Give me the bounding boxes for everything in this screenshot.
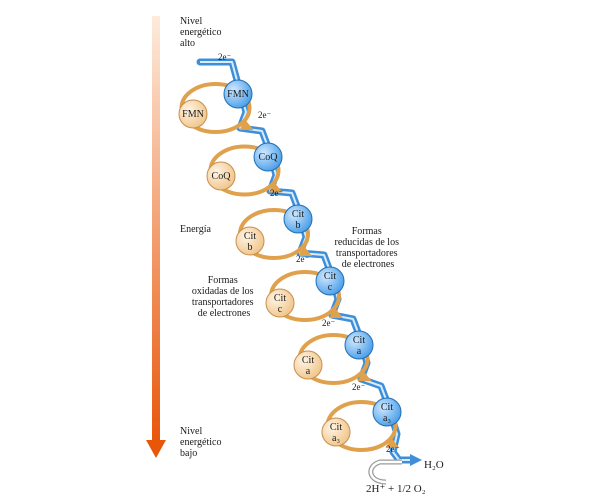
electron-pair-label: 2e⁻ bbox=[218, 52, 231, 62]
water-arrowhead bbox=[410, 454, 422, 466]
oxygen-reactant: 2H⁺ + 1/2 O₂ bbox=[366, 483, 426, 495]
oxidized-carrier-label: CoQ bbox=[212, 171, 232, 182]
reduced-carrier-label: CoQ bbox=[259, 152, 279, 163]
oxidized-carrier-label: FMN bbox=[182, 109, 204, 120]
electron-pair-label: 2e⁻ bbox=[386, 444, 399, 454]
electron-pair-label: 2e⁻ bbox=[322, 318, 335, 328]
energy-arrow bbox=[146, 16, 166, 458]
electron-pair-label: 2e⁻ bbox=[258, 110, 271, 120]
energy-label: Energía bbox=[180, 224, 211, 235]
reduced-forms-annotation: Formas reducidas de los transportadores … bbox=[335, 226, 402, 270]
electron-pair-label: 2e⁻ bbox=[296, 254, 309, 264]
carrier-pair: CoQ CoQ bbox=[207, 143, 283, 195]
energy-low-label: Nivel energético bajo bbox=[180, 426, 224, 459]
water-product: H₂O bbox=[424, 459, 444, 471]
energy-high-label: Nivel energético alto bbox=[180, 16, 224, 49]
carrier-pair: FMN FMN bbox=[179, 80, 254, 132]
oxidized-forms-annotation: Formas oxidadas de los transportadores d… bbox=[192, 275, 256, 319]
reduced-carrier-label: FMN bbox=[227, 89, 249, 100]
electron-pair-label: 2e⁻ bbox=[352, 382, 365, 392]
final-reaction: H₂O 2H⁺ + 1/2 O₂ bbox=[366, 459, 444, 495]
electron-pair-label: 2e⁻ bbox=[270, 188, 283, 198]
